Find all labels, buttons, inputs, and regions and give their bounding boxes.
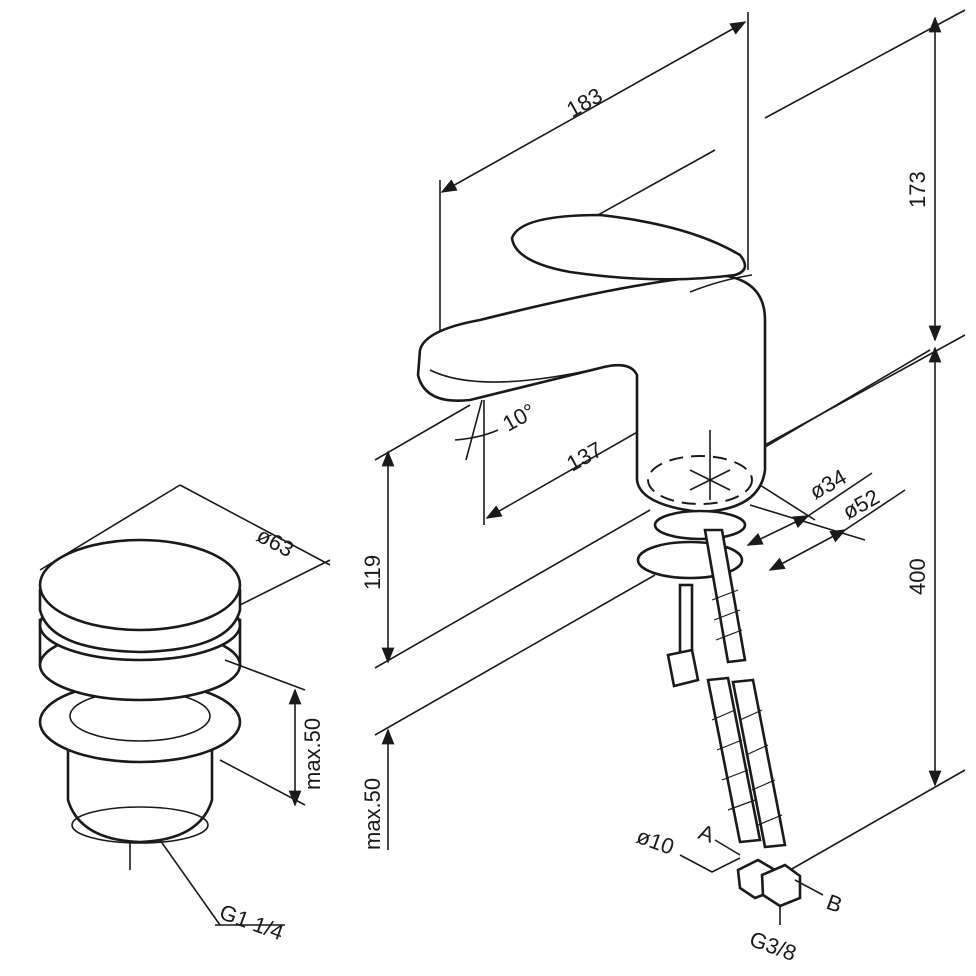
label-b: B bbox=[823, 889, 845, 918]
label-hose-diameter: ø10 bbox=[633, 823, 677, 859]
label-diameter-63: ø63 bbox=[253, 522, 298, 562]
dimension-119 bbox=[374, 349, 931, 850]
drain-drawing bbox=[38, 484, 331, 926]
dimension-base-diameters bbox=[746, 472, 906, 571]
mounting-hardware bbox=[636, 509, 824, 925]
label-183: 183 bbox=[562, 83, 606, 123]
faucet-body bbox=[416, 213, 767, 514]
label-diameter-34: ø34 bbox=[805, 464, 850, 504]
dimension-400 bbox=[789, 346, 966, 871]
label-g3-8: G3/8 bbox=[746, 926, 799, 966]
label-10-degree: 10° bbox=[498, 398, 539, 436]
label-173: 173 bbox=[905, 171, 930, 208]
label-counter-max-50: max.50 bbox=[360, 778, 385, 850]
label-drain-max-50: max.50 bbox=[300, 718, 325, 790]
dimension-183 bbox=[439, 12, 749, 345]
label-119: 119 bbox=[360, 555, 385, 590]
label-a: A bbox=[695, 819, 718, 848]
label-400: 400 bbox=[905, 558, 930, 595]
label-g1-1-4: G1 1/4 bbox=[216, 899, 287, 945]
